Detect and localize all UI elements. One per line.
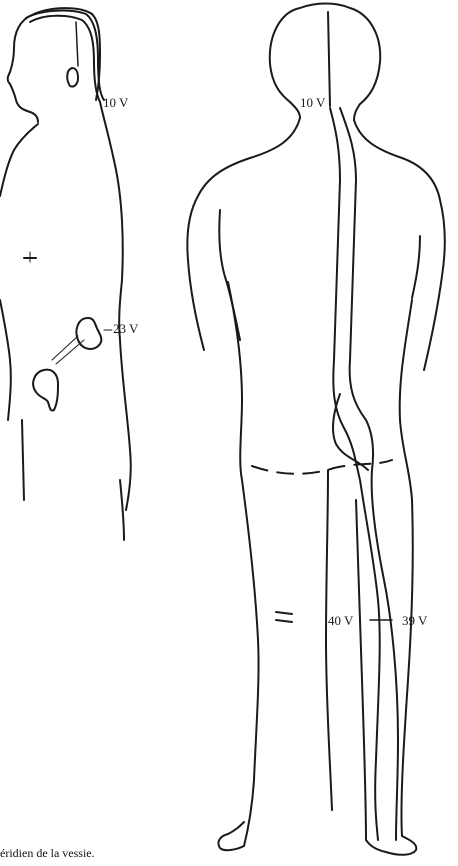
back-figure-right-side (400, 300, 412, 500)
back-figure-leg-left-outer (242, 480, 259, 846)
side-figure-belly (0, 300, 11, 420)
side-meridian-head-inner (30, 16, 100, 102)
back-figure-foot-right (366, 836, 416, 855)
side-figure-ear (67, 68, 78, 87)
back-figure-arm-left-inner (219, 210, 240, 340)
back-meridian-inner (340, 108, 398, 840)
side-meridian-head-outer (26, 11, 104, 100)
side-kidney (76, 318, 101, 349)
back-figure-arm-right-inner (412, 236, 420, 298)
label-23v: 23 V (113, 322, 138, 335)
side-figure-leg-back (120, 480, 124, 540)
back-knee-mark-1 (276, 612, 292, 614)
side-ureter (52, 336, 84, 364)
label-40v: 40 V (328, 614, 353, 627)
back-figure-leg-right-inner (356, 500, 366, 840)
back-meridian-loop (333, 394, 368, 470)
figure-caption: éridien de la vessie. (0, 846, 95, 861)
side-bladder (33, 370, 58, 411)
side-figure-back (100, 102, 131, 510)
back-figure (187, 4, 444, 855)
label-39v: 39 V (402, 614, 427, 627)
back-head-midline (328, 12, 330, 106)
back-figure-foot-left (218, 822, 244, 850)
back-figure-leg-left-inner (326, 470, 332, 810)
label-10v-back: 10 V (300, 96, 325, 109)
back-knee-mark-2 (276, 620, 292, 622)
label-10v-side: 10 V (103, 96, 128, 109)
back-figure-leg-right-outer (401, 500, 412, 836)
side-figure-front (0, 124, 38, 196)
side-figure (0, 8, 131, 540)
side-figure-leg-front (22, 420, 24, 500)
side-meridian-branch (76, 22, 78, 66)
